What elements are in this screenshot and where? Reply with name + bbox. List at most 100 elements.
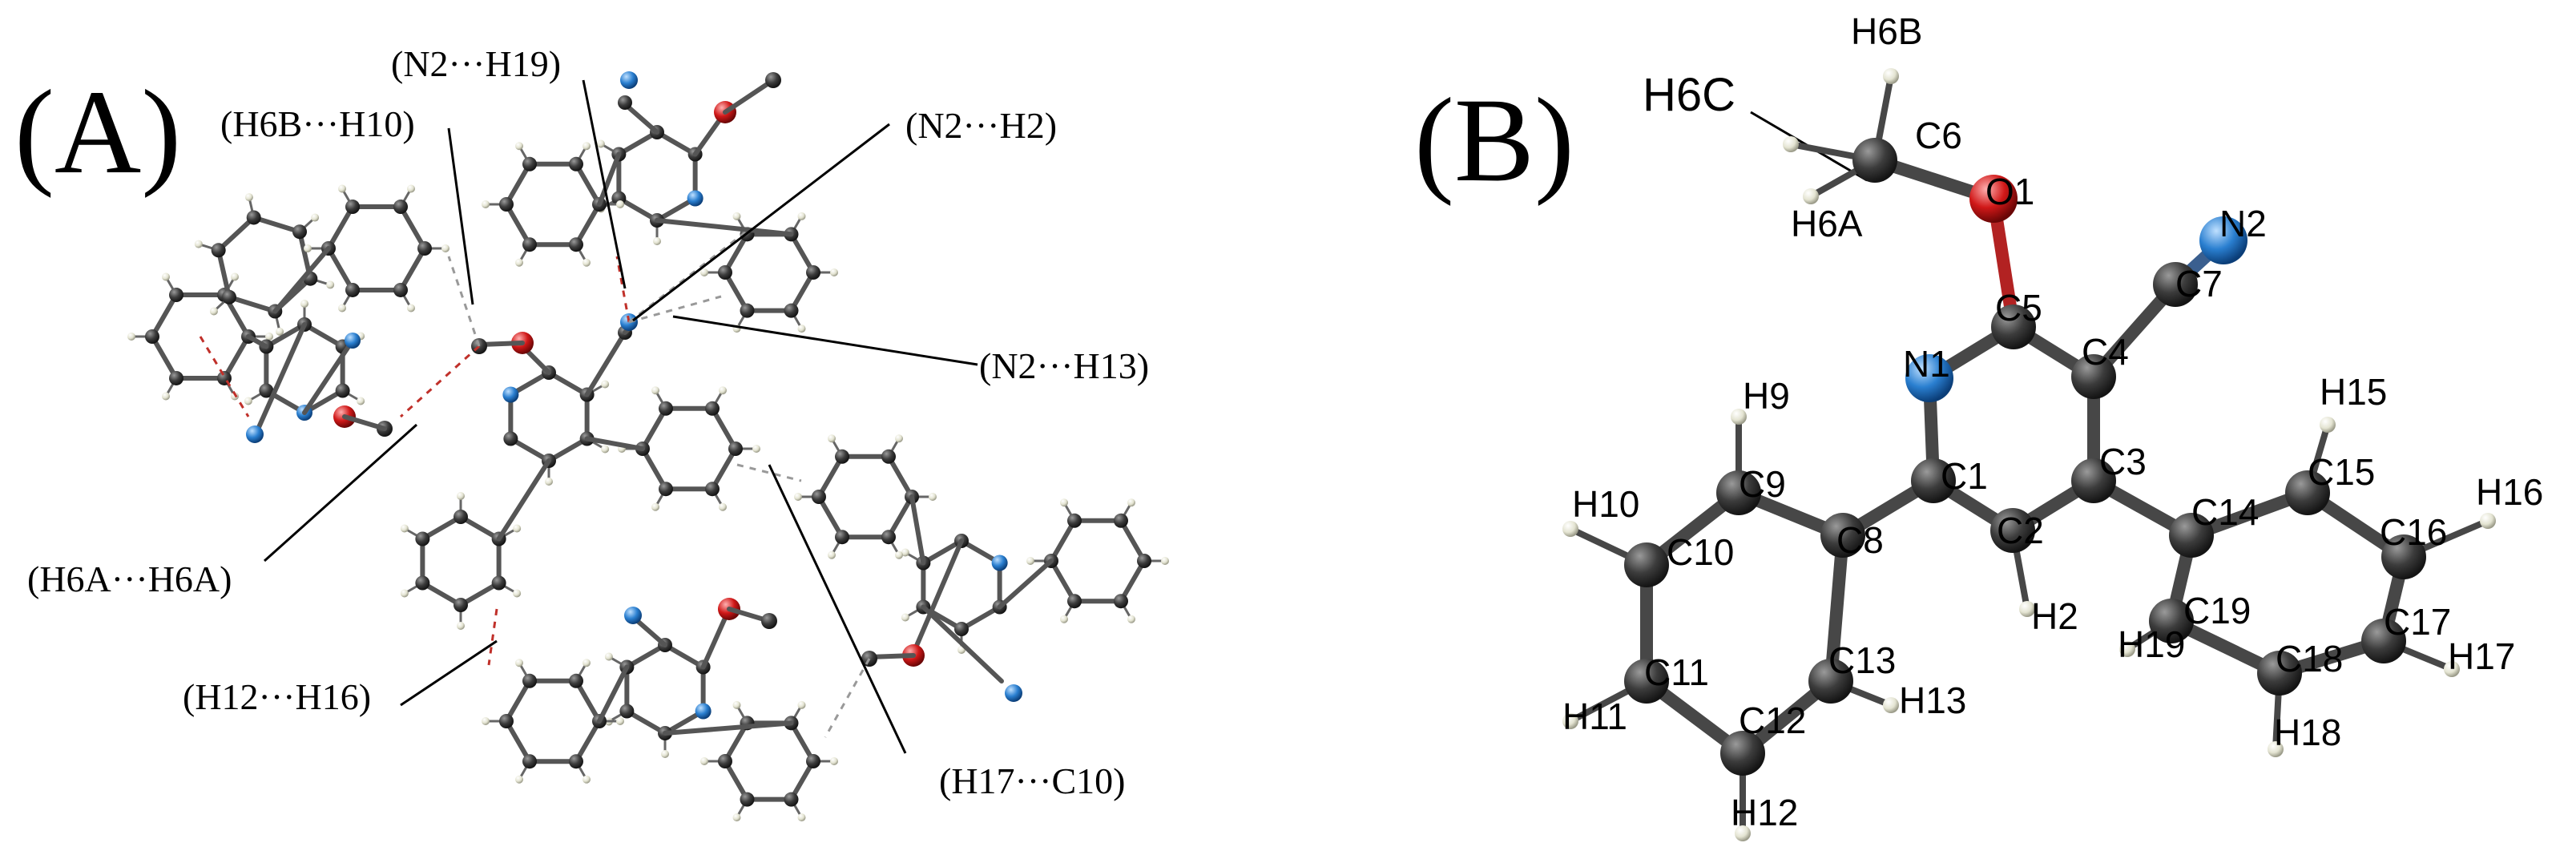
bottom-link-left xyxy=(597,664,630,724)
right-phenyl-right-atom-2 xyxy=(1067,594,1082,609)
atom-label-c3: C3 xyxy=(2099,441,2147,482)
left-phenyl-c-bond-0 xyxy=(398,246,427,292)
central-phenyl-6-atom-0 xyxy=(491,575,506,591)
top-link-left xyxy=(597,151,622,207)
bottom-pyridine-hydrogen-3 xyxy=(604,652,613,661)
top-pyridine-hydrogen-1 xyxy=(653,237,661,245)
right-phenyl-left-hydrogen-0 xyxy=(929,493,937,501)
atom-label-c2: C2 xyxy=(1997,510,2044,551)
left-phenyl-b-atom-5 xyxy=(292,224,308,240)
bottom-phenyl-right-bond-4 xyxy=(788,720,816,764)
top-nitrile-carbon xyxy=(618,95,632,110)
top-phenyl-right-hydrogen-3 xyxy=(732,212,741,220)
bond-c13-c8 xyxy=(1824,529,1849,688)
right-phenyl-left-hydrogen-5 xyxy=(895,434,903,443)
bottom-pyridine-bond-3 xyxy=(624,643,667,670)
right-pyridine-bond-0 xyxy=(959,604,1002,631)
central-phenyl-4-atom-0 xyxy=(728,442,743,456)
central-phenyl-6-bond-1 xyxy=(420,580,463,607)
contact-h12-h16 xyxy=(487,608,498,666)
leader-h12-h16 xyxy=(400,639,498,707)
right-phenyl-left-hydrogen-2 xyxy=(828,550,836,559)
right-phenyl-left-hydrogen-4 xyxy=(828,434,836,443)
atom-label-o1: O1 xyxy=(1985,171,2034,212)
left-phenyl-b-atom-2 xyxy=(221,289,236,304)
left-pyridine-bond-3 xyxy=(264,322,307,349)
contact-label-h6b-h10: (H6B···H10) xyxy=(220,103,415,144)
central-phenyl-6-atom-2 xyxy=(415,575,430,591)
atom-h9 xyxy=(1731,409,1747,425)
central-phenyl-4-hydrogen-4 xyxy=(651,386,659,395)
central-phenyl-6-hydrogen-3 xyxy=(400,524,409,533)
leader-h6a-h6a xyxy=(263,423,418,563)
atom-label-c14: C14 xyxy=(2191,491,2259,533)
left-phenyl-a-hydrogen-2 xyxy=(162,392,170,401)
top-pyridine-atom-0 xyxy=(687,190,703,207)
panel-a-molecules xyxy=(127,71,1169,822)
bottom-phenyl-left-hydrogen-5 xyxy=(583,659,591,667)
top-phenyl-left-atom-2 xyxy=(522,237,537,252)
left-phenyl-a-hydrogen-4 xyxy=(162,272,170,281)
left-pyridine-atom-0 xyxy=(335,383,350,398)
central-phenyl-6-hydrogen-1 xyxy=(457,622,465,630)
top-nitrile xyxy=(623,102,659,135)
central-phenyl-4-bond-5 xyxy=(710,405,738,451)
atom-n1 xyxy=(1905,354,1953,402)
atom-label-h6a: H6A xyxy=(1791,203,1863,244)
contact-label-n2-h2: (N2···H2) xyxy=(905,105,1057,146)
atom-label-h11: H11 xyxy=(1562,696,1627,737)
left-phenyl-b-bond-3 xyxy=(216,215,256,253)
left-ring-nitrogen xyxy=(345,333,361,349)
atom-c4 xyxy=(2071,354,2116,399)
left-pyridine-hydrogen-4 xyxy=(300,300,308,308)
central-pyridine-hydrogen-5 xyxy=(601,380,610,389)
top-phenyl-left-hydrogen-4 xyxy=(515,142,523,151)
atom-n2 xyxy=(2199,216,2247,264)
leader-n2-h13 xyxy=(672,315,978,366)
left-pyridine-atom-2 xyxy=(259,383,274,398)
atom-label-c7: C7 xyxy=(2175,263,2223,304)
atom-h19 xyxy=(2119,641,2135,657)
bottom-phenyl-left-bond-0 xyxy=(574,719,602,764)
left-phenyl-a-hydrogen-0 xyxy=(265,333,273,341)
left-phenyl-b-hydrogen-2 xyxy=(209,307,218,316)
atom-label-h10: H10 xyxy=(1572,483,1639,525)
top-pyridine-bond-4 xyxy=(655,130,698,157)
left-phenyl-a-atom-2 xyxy=(169,370,183,385)
atom-h11 xyxy=(1562,713,1578,729)
atom-label-c6: C6 xyxy=(1915,115,1962,156)
contact-label-h6a-h6a: (H6A···H6A) xyxy=(27,559,232,599)
panel-a-contacts xyxy=(199,231,871,738)
right-phenyl-right-hydrogen-4 xyxy=(1060,498,1068,507)
bottom-phenyl-right-bond-5 xyxy=(788,759,816,802)
left-phenyl-a-atom-4 xyxy=(169,288,183,303)
contact-h6b-h10 xyxy=(447,256,481,347)
atom-c17 xyxy=(2361,619,2406,663)
central-phenyl-4-atom-2 xyxy=(659,482,673,497)
bottom-phenyl-left-bond-3 xyxy=(504,678,532,724)
atom-h6c xyxy=(1783,136,1799,152)
contact-n2-h13 xyxy=(628,295,722,324)
top-phenyl-right-atom-1 xyxy=(740,303,755,318)
atom-label-n1: N1 xyxy=(1903,343,1950,385)
left-phenyl-a-hydrogen-5 xyxy=(231,272,239,281)
bottom-pyridine-atom-2 xyxy=(619,704,635,719)
central-pyridine-bond-0 xyxy=(546,436,590,463)
left-phenyl-b-atom-3 xyxy=(211,243,226,258)
bottom-phenyl-left-hydrogen-1 xyxy=(583,775,591,784)
atom-label-h12: H12 xyxy=(1731,792,1798,833)
atom-c10 xyxy=(1624,542,1669,587)
atom-c8 xyxy=(1820,513,1865,558)
atom-label-c1: C1 xyxy=(1941,455,1988,497)
atom-label-c17: C17 xyxy=(2384,601,2451,643)
atom-label-c10: C10 xyxy=(1667,531,1734,573)
right-phenyl-right-hydrogen-0 xyxy=(1161,557,1169,565)
contact-label-h17-c10: (H17···C10) xyxy=(939,760,1126,801)
top-phenyl-left-atom-5 xyxy=(569,156,583,171)
top-pyridine-bond-1 xyxy=(616,196,659,223)
right-phenyl-left-bond-0 xyxy=(886,494,914,540)
central-pyridine-hydrogen-0 xyxy=(601,445,610,454)
atom-h2 xyxy=(2019,601,2035,617)
contact-left-a xyxy=(199,336,250,417)
